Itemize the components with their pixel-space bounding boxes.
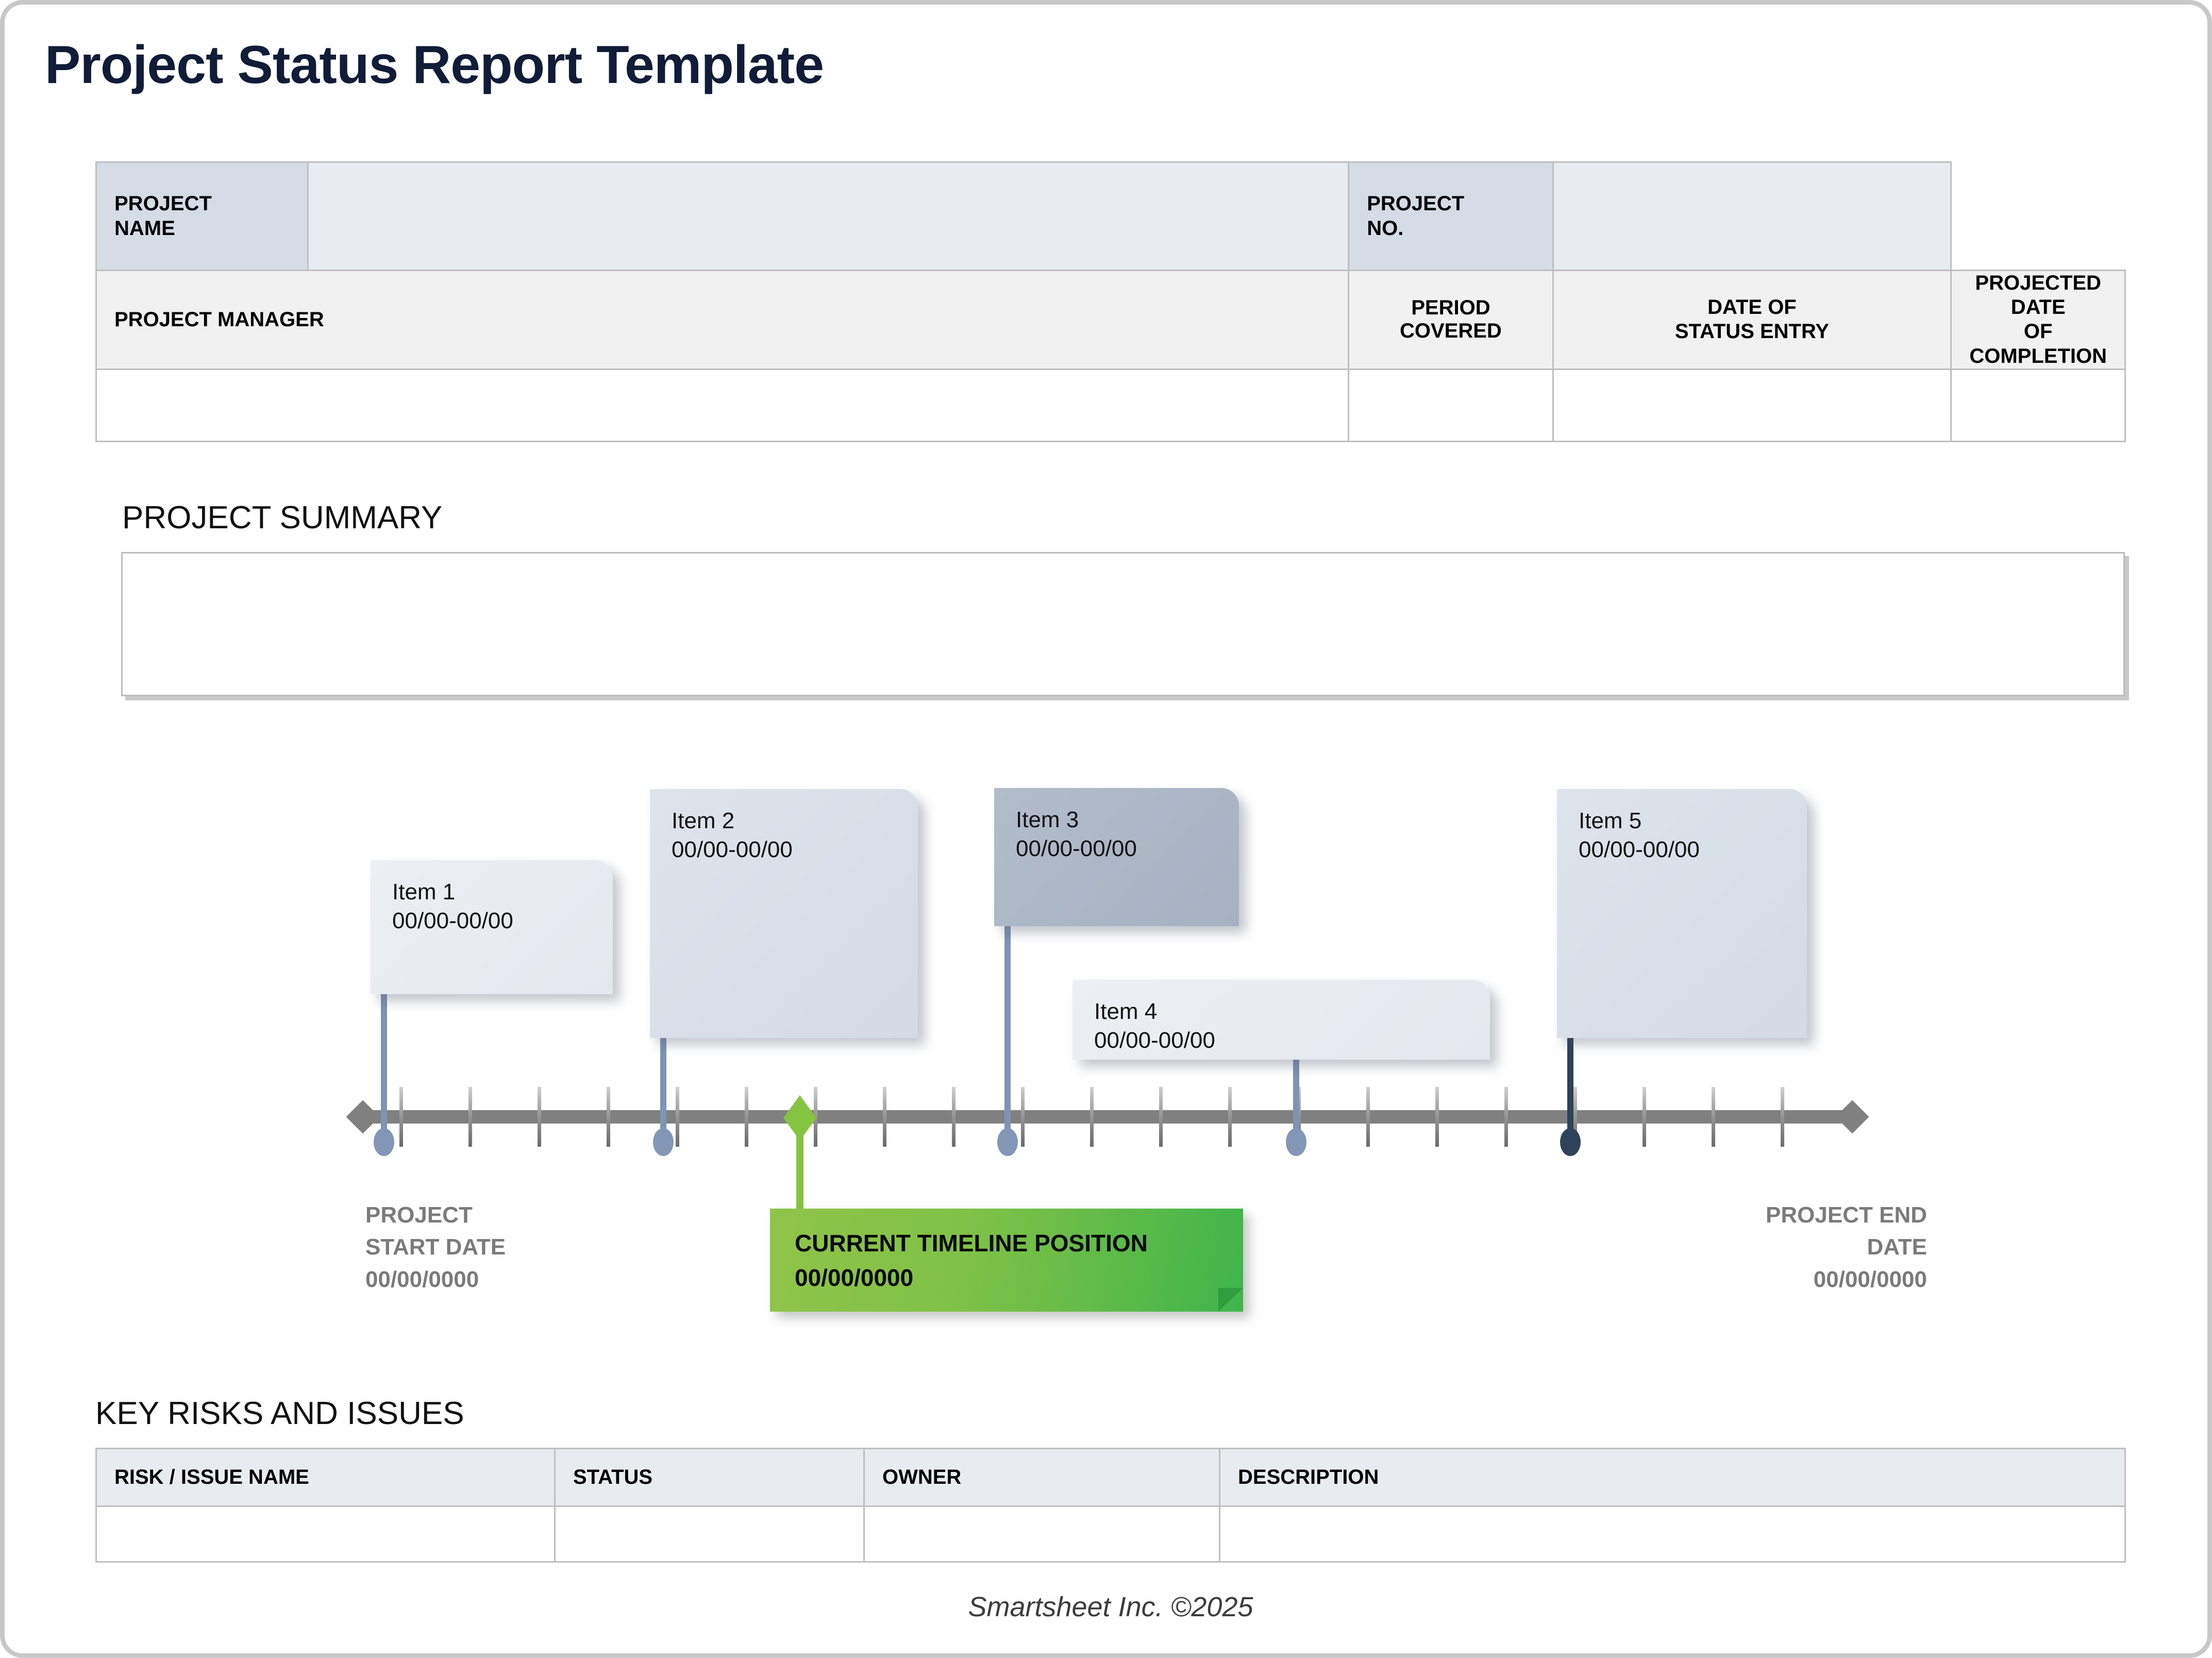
timeline-tick bbox=[1781, 1087, 1784, 1147]
timeline-bar bbox=[365, 1110, 1850, 1124]
timeline-card-item-4[interactable]: Item 4 00/00-00/00 bbox=[1073, 980, 1490, 1060]
date-of-status-entry-input[interactable] bbox=[1552, 368, 1952, 442]
column-header-owner: OWNER bbox=[863, 1448, 1220, 1507]
timeline-card-item-4-name: Item 4 bbox=[1094, 999, 1158, 1024]
timeline-card-item-2-dates: 00/00-00/00 bbox=[672, 837, 793, 863]
current-position-stem bbox=[796, 1118, 803, 1216]
timeline-card-item-1-name: Item 1 bbox=[392, 879, 456, 905]
page-title: Project Status Report Template bbox=[45, 35, 824, 95]
timeline-tick bbox=[952, 1087, 956, 1147]
project-no-input[interactable] bbox=[1552, 161, 1952, 271]
timeline-card-item-5-name: Item 5 bbox=[1579, 808, 1642, 833]
timeline-card-item-5-dates: 00/00-00/00 bbox=[1579, 837, 1700, 863]
timeline-card-item-4-dates: 00/00-00/00 bbox=[1094, 1028, 1215, 1053]
project-start-line2: START DATE bbox=[365, 1234, 506, 1260]
timeline-end-diamond-icon bbox=[1835, 1100, 1869, 1134]
table-row bbox=[95, 1505, 2126, 1563]
timeline-marker-item-2 bbox=[653, 1128, 674, 1156]
timeline-stem-item-1 bbox=[381, 968, 387, 1133]
column-header-description: DESCRIPTION bbox=[1219, 1448, 2126, 1507]
timeline-tick bbox=[1366, 1087, 1370, 1147]
project-start-date-label: PROJECT START DATE 00/00/0000 bbox=[365, 1199, 506, 1296]
timeline-stem-item-4 bbox=[1293, 1053, 1299, 1133]
period-covered-input[interactable] bbox=[1348, 368, 1554, 442]
timeline-stem-item-5 bbox=[1567, 1033, 1573, 1133]
current-position-diamond-top-icon bbox=[783, 1095, 816, 1118]
project-end-date-value: 00/00/0000 bbox=[1813, 1266, 1927, 1292]
project-start-line1: PROJECT bbox=[365, 1202, 473, 1228]
timeline-tick bbox=[676, 1087, 679, 1147]
timeline-card-item-2-name: Item 2 bbox=[672, 808, 735, 833]
timeline-card-item-1-dates: 00/00-00/00 bbox=[392, 908, 513, 934]
key-risks-heading: KEY RISKS AND ISSUES bbox=[95, 1396, 464, 1431]
cell-description[interactable] bbox=[1219, 1505, 2126, 1563]
timeline-card-item-3[interactable]: Item 3 00/00-00/00 bbox=[994, 788, 1239, 926]
project-manager-input[interactable] bbox=[95, 368, 1350, 442]
timeline-card-item-3-dates: 00/00-00/00 bbox=[1016, 836, 1137, 862]
current-timeline-position-date: 00/00/0000 bbox=[795, 1264, 914, 1291]
timeline-tick bbox=[1021, 1087, 1025, 1147]
timeline-tick bbox=[538, 1087, 541, 1147]
timeline-tick bbox=[399, 1087, 403, 1147]
timeline-tick bbox=[1435, 1087, 1439, 1147]
key-risks-table: RISK / ISSUE NAME STATUS OWNER DESCRIPTI… bbox=[95, 1448, 2126, 1563]
current-timeline-position-label: CURRENT TIMELINE POSITION bbox=[795, 1230, 1148, 1257]
current-position-fold-corner bbox=[1218, 1288, 1243, 1312]
timeline-tick bbox=[1573, 1087, 1577, 1147]
timeline-tick bbox=[1090, 1087, 1094, 1147]
footer-copyright: Smartsheet Inc. ©2025 bbox=[968, 1592, 1253, 1622]
column-header-status: STATUS bbox=[554, 1448, 865, 1507]
timeline-tick bbox=[745, 1087, 748, 1147]
timeline-tick bbox=[1712, 1087, 1715, 1147]
cell-status[interactable] bbox=[554, 1505, 865, 1563]
timeline-card-item-5[interactable]: Item 5 00/00-00/00 bbox=[1557, 789, 1807, 1038]
timeline-marker-item-5 bbox=[1560, 1128, 1581, 1156]
current-timeline-position-box[interactable]: CURRENT TIMELINE POSITION 00/00/0000 bbox=[770, 1209, 1243, 1312]
timeline-card-item-3-name: Item 3 bbox=[1016, 807, 1079, 832]
timeline-stem-item-3 bbox=[1004, 919, 1011, 1133]
project-name-input[interactable] bbox=[307, 161, 1350, 271]
period-covered-label: PERIOD COVERED bbox=[1348, 270, 1554, 370]
project-end-line2: DATE bbox=[1867, 1234, 1927, 1260]
timeline-marker-item-4 bbox=[1286, 1128, 1306, 1156]
timeline-tick bbox=[1643, 1087, 1646, 1147]
timeline-start-diamond-icon bbox=[346, 1100, 380, 1134]
timeline-marker-item-3 bbox=[997, 1128, 1018, 1156]
project-summary-input[interactable] bbox=[121, 552, 2125, 696]
timeline-tick bbox=[468, 1087, 472, 1147]
timeline-tick bbox=[1228, 1087, 1232, 1147]
project-summary-heading: PROJECT SUMMARY bbox=[122, 500, 443, 535]
column-header-risk-issue-name: RISK / ISSUE NAME bbox=[95, 1448, 556, 1507]
timeline-tick bbox=[1504, 1087, 1508, 1147]
project-end-line1: PROJECT END bbox=[1766, 1202, 1927, 1228]
table-row bbox=[95, 368, 2126, 442]
timeline-card-item-1[interactable]: Item 1 00/00-00/00 bbox=[371, 860, 613, 994]
project-end-date-label: PROJECT END DATE 00/00/0000 bbox=[1540, 1199, 1927, 1296]
timeline-card-item-2[interactable]: Item 2 00/00-00/00 bbox=[650, 789, 918, 1038]
timeline-tick bbox=[883, 1087, 886, 1147]
projected-date-of-completion-input[interactable] bbox=[1950, 368, 2126, 442]
project-manager-label: PROJECT MANAGER bbox=[95, 270, 1350, 370]
table-header-row: RISK / ISSUE NAME STATUS OWNER DESCRIPTI… bbox=[95, 1448, 2126, 1507]
timeline-tick bbox=[607, 1087, 610, 1147]
cell-owner[interactable] bbox=[863, 1505, 1220, 1563]
timeline-marker-item-1 bbox=[374, 1128, 394, 1156]
project-start-date-value: 00/00/0000 bbox=[365, 1266, 479, 1292]
cell-risk-issue-name[interactable] bbox=[95, 1505, 556, 1563]
timeline-tick bbox=[1159, 1087, 1163, 1147]
timeline-stem-item-2 bbox=[660, 1032, 666, 1133]
